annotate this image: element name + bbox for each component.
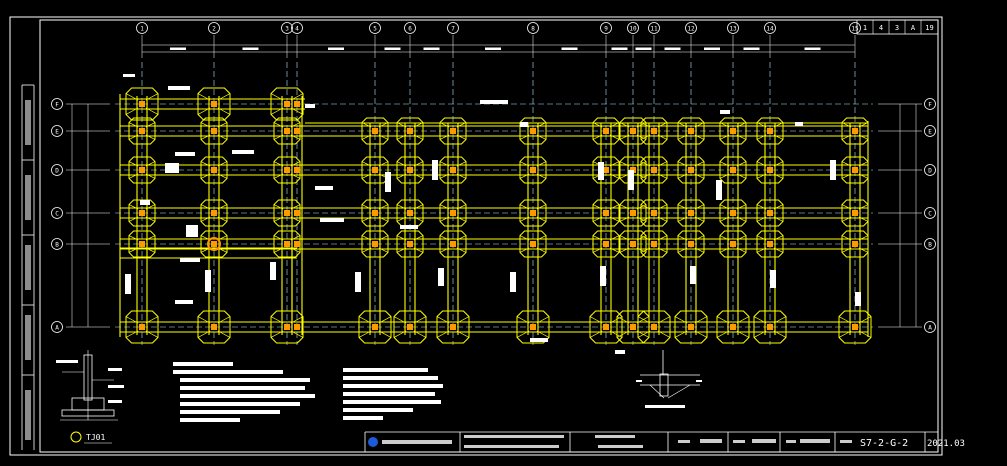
- axis-bubble-label: 1: [140, 26, 144, 33]
- company-logo-icon: [368, 437, 378, 447]
- axis-bubble-label: E: [55, 129, 59, 136]
- sheet-info-cell: 3: [895, 24, 899, 32]
- binding-strip: [21, 84, 35, 450]
- detail-tj01: TJ01: [56, 350, 124, 444]
- axis-bubble-label: F: [55, 102, 59, 109]
- axis-bubble-label: 9: [604, 26, 608, 33]
- axis-bubble-label: 4: [295, 26, 299, 33]
- axis-bubble-label: 14: [766, 26, 774, 33]
- axis-bubble-label: 3: [285, 26, 289, 33]
- axis-bubble-label: A: [928, 325, 932, 332]
- dimension-lines: [66, 35, 922, 328]
- axis-bubble-label: 8: [531, 26, 535, 33]
- axis-bubble-label: 5: [373, 26, 377, 33]
- sheet-info-cell: 4: [879, 24, 883, 32]
- sheet-inner-frame: [39, 19, 939, 453]
- foundation-beams: [119, 94, 869, 337]
- axis-bubble-label: C: [928, 211, 932, 218]
- axis-bubble-label: D: [928, 168, 932, 175]
- axis-bubble-label: C: [55, 211, 59, 218]
- axis-bubble-label: 12: [687, 26, 695, 33]
- section-detail-right: [636, 350, 702, 408]
- axis-bubble-label: D: [55, 168, 59, 175]
- sheet-number: S7-2-G-2: [860, 438, 908, 449]
- axis-bubble-label: 2: [212, 26, 216, 33]
- axis-bubble-label: B: [928, 242, 932, 249]
- axis-bubble-label: 6: [408, 26, 412, 33]
- axis-bubble-label: 7: [451, 26, 455, 33]
- sheet-info-cell: 19: [925, 24, 933, 32]
- pile-caps: [125, 87, 872, 344]
- general-notes-block: [173, 362, 443, 422]
- axis-bubble-label: 10: [629, 26, 637, 33]
- sheet-info-cell: A: [911, 24, 916, 32]
- axis-bubble-label: A: [55, 325, 59, 332]
- axis-bubble-label: B: [55, 242, 59, 249]
- axis-bubbles-right: F E D C B A: [924, 98, 936, 333]
- sheet-info-block: 1 4 3 A 19: [856, 19, 939, 35]
- axis-bubble-label: E: [928, 129, 932, 136]
- column-markers: [139, 101, 858, 330]
- axis-bubble-label: 11: [650, 26, 658, 33]
- sheet-outer-frame: [9, 16, 943, 456]
- axis-bubble-label: F: [928, 102, 932, 109]
- axis-bubbles-left: F E D C B A: [51, 98, 63, 333]
- axis-grid-lines: [115, 62, 873, 345]
- axis-bubble-label: 15: [851, 26, 859, 33]
- detail-label: TJ01: [86, 433, 105, 442]
- axis-bubble-label: 13: [729, 26, 737, 33]
- title-block: S7-2-G-2 2021.03: [364, 431, 965, 452]
- sheet-info-cell: 1: [863, 24, 867, 32]
- drawing-date: 2021.03: [927, 439, 965, 449]
- beam-annotation-labels: [123, 74, 861, 354]
